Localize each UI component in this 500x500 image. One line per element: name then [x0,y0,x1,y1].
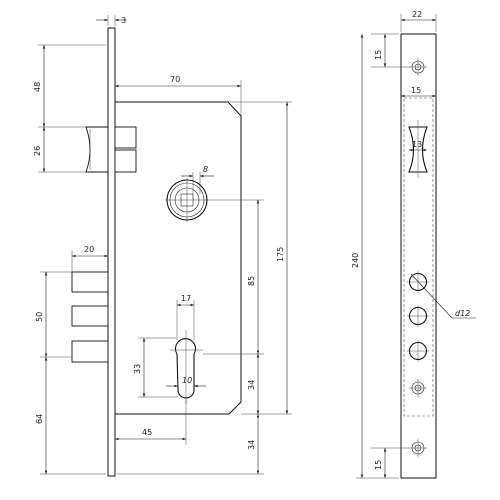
dim-cylinder-to-case-bottom: 34 [241,354,292,415]
svg-text:15: 15 [374,460,383,470]
dim-cylinder-width: 17 [176,294,195,340]
front-view: 22 15 15 13 240 d12 [351,10,476,479]
dim-plate-width: 22 [400,10,437,32]
svg-text:d12: d12 [455,309,470,318]
svg-text:45: 45 [142,428,152,437]
dim-plate-height: 240 [351,34,399,479]
dim-case-to-plate-bottom: 34 [117,414,264,475]
svg-text:8: 8 [203,165,208,174]
svg-text:17: 17 [181,294,191,303]
svg-text:50: 50 [35,312,44,322]
hidden-case-outline [403,97,434,417]
svg-text:3: 3 [121,16,126,25]
dead-bolts [71,271,109,363]
dim-bottom-offset: 64 [35,357,106,475]
dim-screw-offset-top: 15 [371,33,410,68]
dim-spindle-square: 8 [181,165,214,194]
screw-hole-bottom [409,439,427,457]
dim-cylinder-height: 33 [133,337,178,398]
dim-bolt-projection: 20 [71,245,108,272]
bolt-hole-3 [407,340,429,362]
dim-case-height: 175 [230,101,292,414]
screw-hole-top [409,58,427,76]
svg-text:20: 20 [84,245,94,254]
dim-bolt-hole-dia: d12 [410,273,476,319]
dim-backset: 45 [115,400,187,445]
dim-latch-height: 26 [33,127,86,173]
screw-hole-middle [409,379,427,397]
dim-cylinder-slot: 10 [166,376,206,388]
dim-latch-opening-offset: 15 [401,86,436,98]
svg-text:26: 26 [33,146,42,156]
faceplate [107,27,116,477]
svg-text:15: 15 [411,86,421,95]
svg-text:240: 240 [351,253,360,268]
side-view: 3 70 48 26 8 [33,15,292,477]
lock-case [114,101,242,415]
dim-case-width: 70 [115,75,242,116]
svg-text:13: 13 [412,140,422,149]
svg-text:22: 22 [412,10,422,19]
svg-text:10: 10 [182,376,192,385]
latch-bolt [85,126,137,173]
faceplate-front [400,33,437,479]
dim-faceplate-thickness: 3 [96,15,127,26]
svg-text:70: 70 [170,75,180,84]
svg-text:48: 48 [33,82,42,92]
dim-top-offset: 48 [33,44,106,128]
svg-text:175: 175 [276,247,285,262]
svg-text:34: 34 [247,440,256,450]
dim-screw-offset-bottom: 15 [371,447,410,478]
dim-latch-opening-width: 13 [409,140,427,152]
svg-text:85: 85 [247,276,256,286]
svg-text:15: 15 [374,50,383,60]
svg-text:34: 34 [247,380,256,390]
cylinder-cutout [170,330,203,404]
bolt-hole-1 [407,271,429,293]
dim-bolt-span: 50 [35,271,72,358]
svg-text:33: 33 [133,364,142,374]
svg-text:64: 64 [35,414,44,424]
bolt-hole-2 [407,305,429,327]
dim-spindle-to-cylinder: 85 [203,199,264,355]
